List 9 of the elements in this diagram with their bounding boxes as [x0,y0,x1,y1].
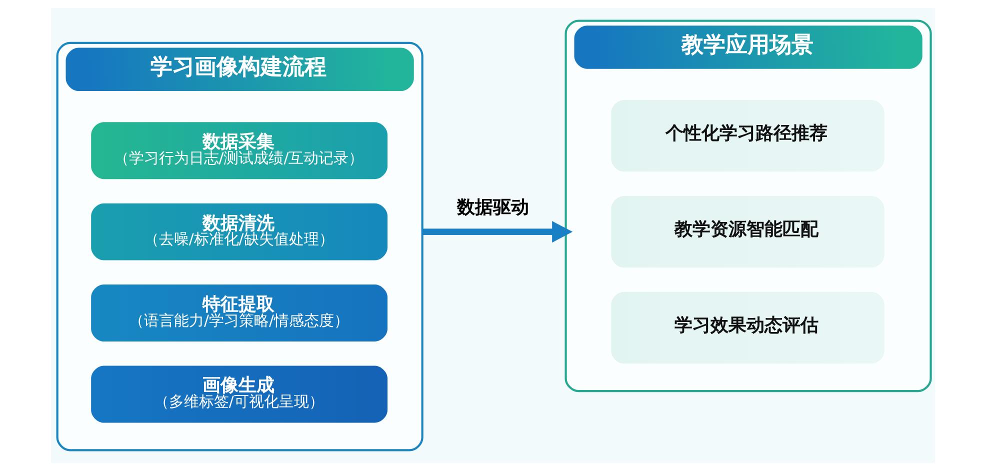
arrow [422,221,572,243]
node-box: 学习效果动态评估 [610,292,884,364]
node-box: 数据采集 （学习行为日志/测试成绩/互动记录） [90,122,387,180]
node-box: 教学资源智能匹配 [610,196,884,268]
node-box: 特征提取 （语言能力/学习策略/情感态度） [90,284,387,342]
node-box: 数据清洗 （去噪/标准化/缺失值处理） [90,203,387,260]
node-box: 个性化学习路径推荐 [610,100,884,172]
edge-label: 数据驱动 [456,196,529,218]
node-box: 画像生成 （多维标签/可视化呈现） [90,366,387,423]
